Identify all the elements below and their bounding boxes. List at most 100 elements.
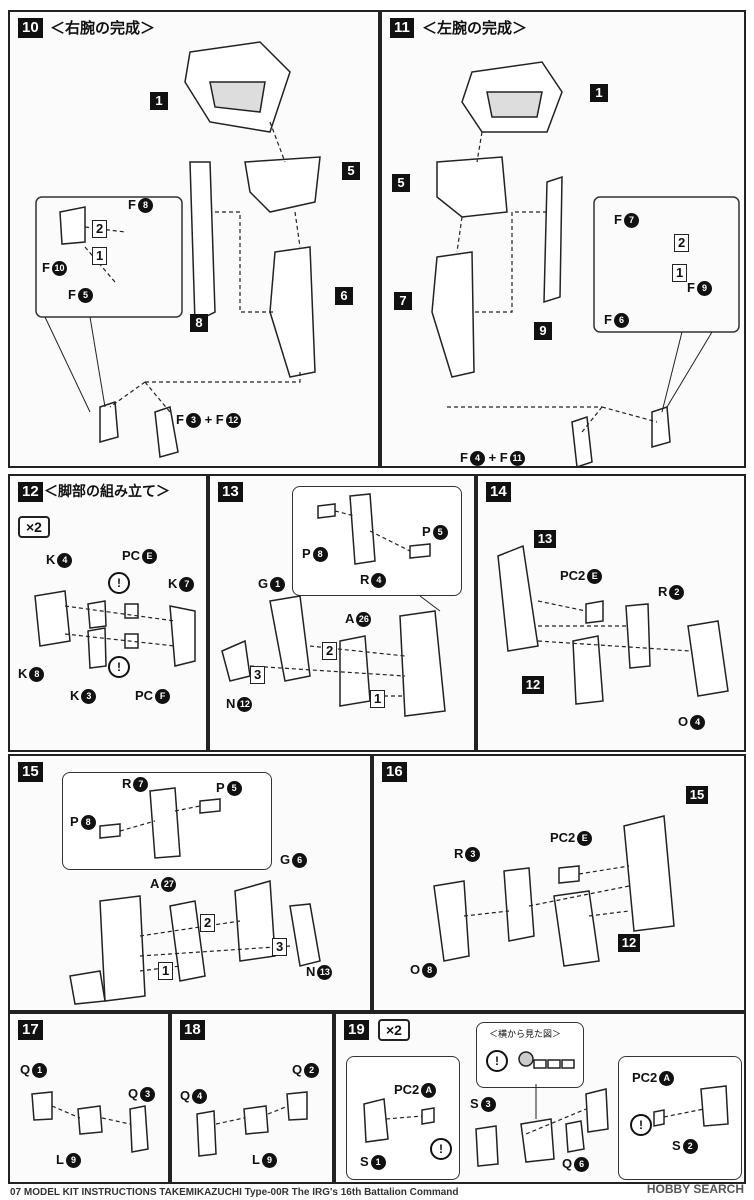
step-title: ＜左腕の完成＞ <box>422 19 528 37</box>
caution-icon: ! <box>108 572 130 594</box>
step-15-drawing <box>69 787 321 1005</box>
part-1-tag: 1 <box>150 92 168 110</box>
part-1-tag: 1 <box>590 84 608 102</box>
order-1-label: 1 <box>672 264 688 282</box>
order-2-label: 2 <box>674 234 690 252</box>
step-number: 10 <box>18 18 43 38</box>
step-10-drawing <box>35 41 321 458</box>
step-11-drawing <box>431 61 740 469</box>
order-1-label: 1 <box>370 690 386 708</box>
caution-icon: ! <box>486 1050 508 1072</box>
caution-icon: ! <box>630 1114 652 1136</box>
side-view-label: ＜横から見た図＞ <box>486 1026 565 1041</box>
order-2-label: 2 <box>322 642 338 660</box>
watermark: HOBBY SEARCH <box>646 1182 744 1196</box>
step-number: 17 <box>18 1020 43 1040</box>
order-1-label: 1 <box>158 962 174 980</box>
step-title: ＜右腕の完成＞ <box>50 19 156 37</box>
step-number: 12 <box>18 482 43 502</box>
step-16-drawing <box>433 815 675 967</box>
part-9-tag: 9 <box>534 322 552 340</box>
step-17-drawing <box>31 1091 149 1153</box>
part-7-tag: 7 <box>394 292 412 310</box>
order-2-label: 2 <box>200 914 216 932</box>
step-18-drawing <box>196 1091 308 1157</box>
page-footer: 07 MODEL KIT INSTRUCTIONS TAKEMIKAZUCHI … <box>10 1187 459 1198</box>
part-15-tag: 15 <box>686 786 708 804</box>
part-13-tag: 13 <box>534 530 556 548</box>
step-number: 11 <box>390 18 414 38</box>
part-8-tag: 8 <box>190 314 208 332</box>
step-number: 15 <box>18 762 43 782</box>
step-number: 14 <box>486 482 511 502</box>
caution-icon: ! <box>108 656 130 678</box>
step-number: 16 <box>382 762 407 782</box>
step-19-drawing <box>363 1051 729 1167</box>
step-number: 13 <box>218 482 243 502</box>
caution-icon: ! <box>430 1138 452 1160</box>
step-13-drawing <box>221 493 446 717</box>
step-number: 19 <box>344 1020 369 1040</box>
order-3-label: 3 <box>250 666 266 684</box>
step-number: 18 <box>180 1020 205 1040</box>
part-6-tag: 6 <box>335 287 353 305</box>
part-12-tag: 12 <box>618 934 640 952</box>
step-14-drawing <box>497 544 729 705</box>
multiplier-badge: ×2 <box>378 1019 410 1041</box>
part-5-tag: 5 <box>342 162 360 180</box>
part-12-tag: 12 <box>522 676 544 694</box>
part-5-tag: 5 <box>392 174 410 192</box>
step-title: ＜脚部の組み立て＞ <box>44 484 170 500</box>
step-12-drawing <box>34 590 196 669</box>
